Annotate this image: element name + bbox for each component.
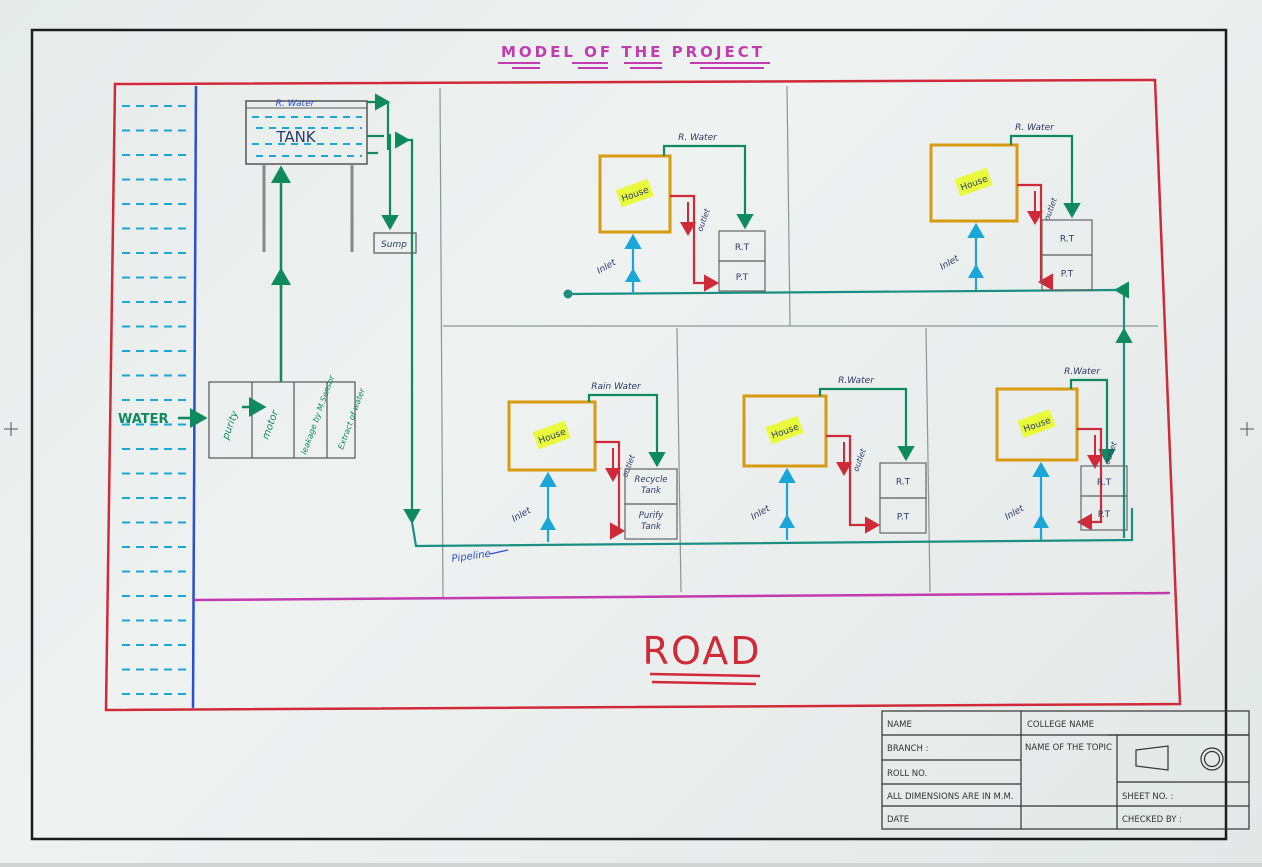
rain-water-pipe bbox=[587, 393, 666, 468]
purify-tank-label: Purify bbox=[639, 511, 664, 521]
tb-sheet-no: SHEET NO. : bbox=[1122, 792, 1173, 802]
rain-water-pipe bbox=[662, 144, 754, 230]
outer-border bbox=[30, 28, 1228, 841]
purify-tank bbox=[879, 497, 927, 534]
rain-water-label: R.Water bbox=[1064, 367, 1101, 377]
recycle-tank-label: R.T bbox=[1097, 478, 1112, 488]
house-box bbox=[598, 154, 672, 234]
purify-tank-label: P.T bbox=[897, 513, 910, 523]
outlet-label: outlet bbox=[1102, 440, 1119, 466]
inlet-label: Inlet bbox=[511, 506, 534, 525]
tb-name: NAME bbox=[887, 720, 912, 730]
inlet-label: Inlet bbox=[750, 504, 773, 523]
tb-checked-by: CHECKED BY : bbox=[1122, 815, 1182, 825]
rain-water-pipe bbox=[1069, 378, 1116, 465]
purify-tank-label: P.T bbox=[736, 273, 749, 283]
outlet-pipe bbox=[1076, 427, 1103, 531]
main-pipeline bbox=[410, 508, 1134, 548]
water-body bbox=[122, 105, 192, 695]
tank-rain-label: R. Water bbox=[276, 99, 316, 109]
overhead-tank: TANK R. Water bbox=[245, 99, 368, 252]
purify-tank bbox=[1080, 495, 1128, 531]
purify-tank-label: P.T bbox=[1098, 510, 1111, 520]
house-box bbox=[507, 400, 597, 472]
purify-tank bbox=[718, 260, 766, 292]
rain-water-pipe bbox=[818, 387, 915, 462]
inlet-label: Inlet bbox=[1004, 504, 1027, 523]
road-label: ROAD bbox=[643, 629, 762, 673]
rain-water-label: Rain Water bbox=[591, 382, 642, 392]
house-highlight bbox=[615, 178, 654, 208]
outlet-pipe bbox=[595, 440, 626, 540]
house-highlight bbox=[1017, 409, 1056, 438]
inlet-label: Inlet bbox=[939, 254, 962, 273]
sump bbox=[373, 232, 417, 254]
rain-water-pipe bbox=[1009, 134, 1081, 219]
tb-topic: NAME OF THE TOPIC bbox=[1025, 743, 1112, 753]
title-block bbox=[881, 710, 1250, 830]
purify-tank-label: P.T bbox=[1061, 270, 1074, 280]
outlet-pipe bbox=[1017, 183, 1054, 291]
purify-tank-label: Tank bbox=[641, 522, 662, 532]
step-purity: purity bbox=[220, 409, 241, 442]
water-body-edge bbox=[191, 85, 198, 709]
house-highlight bbox=[532, 420, 571, 450]
treatment-unit: purity motor leakage by M.Sensor Extract… bbox=[208, 374, 367, 459]
tank-outflow-pipes bbox=[367, 93, 421, 525]
rain-water-label: R. Water bbox=[1015, 123, 1055, 133]
recycle-tank-label: R.T bbox=[735, 243, 750, 253]
plot-grid bbox=[439, 85, 1158, 599]
outlet-pipe bbox=[826, 434, 881, 534]
house-highlight bbox=[954, 167, 993, 197]
recycle-tank-label: R.T bbox=[1060, 235, 1075, 245]
purify-tank bbox=[624, 503, 678, 540]
sump-label: Sump bbox=[381, 240, 407, 250]
house-box bbox=[742, 394, 828, 468]
outlet-label: outlet bbox=[851, 447, 868, 473]
purify-tank bbox=[1041, 254, 1093, 291]
rain-water-label: R. Water bbox=[678, 133, 718, 143]
upper-pipeline bbox=[567, 288, 1119, 296]
house-highlight bbox=[765, 415, 804, 445]
recycle-tank-label: R.T bbox=[896, 478, 911, 488]
step-extract: Extract of water bbox=[336, 387, 367, 451]
pipeline-label: Pipeline bbox=[451, 549, 492, 565]
projection-symbol-trapezoid bbox=[1135, 745, 1169, 771]
inlet-label: Inlet bbox=[596, 258, 619, 277]
rain-water-label: R.Water bbox=[838, 376, 875, 386]
projection-symbol-circle-inner bbox=[1203, 750, 1221, 768]
recycle-tank-label: Recycle bbox=[634, 475, 667, 485]
site-boundary bbox=[104, 78, 1182, 712]
page-title: MODEL OF THE PROJECT bbox=[501, 43, 765, 61]
tank-label: TANK bbox=[275, 128, 316, 146]
outlet-label: outlet bbox=[1042, 196, 1059, 222]
road-boundary bbox=[193, 591, 1171, 602]
house-box bbox=[929, 143, 1019, 223]
tb-roll-no: ROLL NO. bbox=[887, 769, 927, 779]
house-box bbox=[995, 387, 1079, 462]
tb-branch: BRANCH : bbox=[887, 744, 928, 754]
tb-date: DATE bbox=[887, 815, 909, 825]
step-motor: motor bbox=[260, 408, 281, 441]
outlet-label: outlet bbox=[695, 207, 712, 233]
pipeline-end-cap bbox=[563, 289, 573, 299]
outlet-pipe bbox=[670, 194, 720, 292]
step-leakage: leakage by M.Sensor bbox=[299, 374, 336, 456]
tb-dimensions: ALL DIMENSIONS ARE IN M.M. bbox=[887, 792, 1014, 802]
recycle-tank-label: Tank bbox=[641, 486, 662, 496]
tb-college-name: COLLEGE NAME bbox=[1027, 720, 1094, 730]
water-label: WATER bbox=[118, 412, 169, 427]
projection-symbol-circle-outer bbox=[1200, 747, 1224, 771]
